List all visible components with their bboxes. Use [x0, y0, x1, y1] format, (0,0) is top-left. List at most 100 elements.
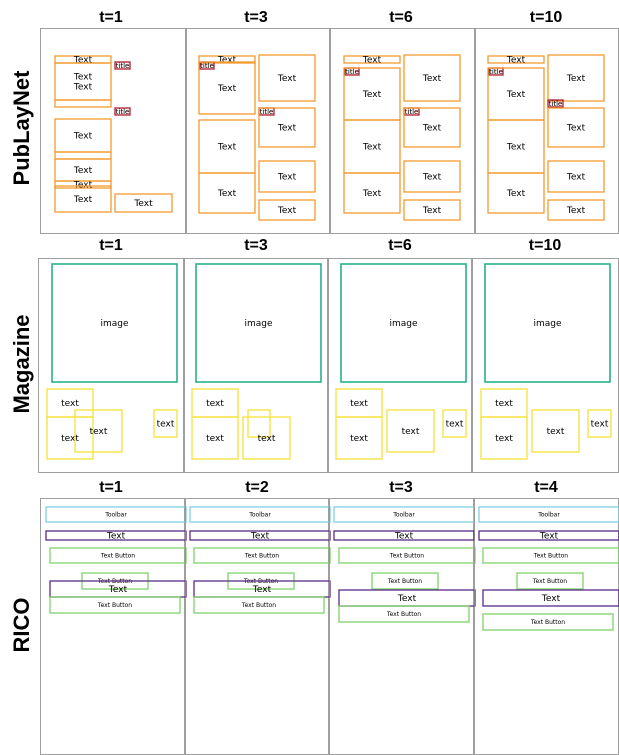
panel-frame	[40, 28, 186, 234]
text-box	[258, 107, 316, 148]
toolbar-box	[333, 506, 475, 523]
text-label: Text	[217, 84, 237, 94]
panel-publaynet-4: TexttitleTextTextTextTexttitleTextTextTe…	[475, 28, 619, 234]
textbutton-box	[49, 547, 187, 564]
text-label: Text	[252, 585, 272, 595]
panel-frame	[186, 28, 330, 234]
step-label-publaynet-1: t=1	[99, 9, 123, 26]
image-box	[51, 263, 178, 383]
text-box	[54, 151, 112, 160]
title-label: title	[405, 108, 419, 116]
text-label: Text	[362, 189, 382, 199]
textbutton-box	[516, 572, 584, 590]
step-label-magazine-1: t=1	[99, 237, 123, 254]
step-label-rico-4: t=4	[534, 479, 558, 496]
text-box	[153, 409, 178, 438]
text-label: Text	[277, 124, 297, 134]
step-label-rico-3: t=3	[389, 479, 413, 496]
textbutton-box	[338, 605, 470, 623]
row-label-magazine: Magazine	[9, 314, 34, 413]
text-box	[343, 172, 401, 214]
text-label: text	[61, 434, 79, 444]
image-label: image	[389, 319, 417, 329]
text-label: Text	[217, 56, 237, 66]
step-label-magazine-3: t=6	[388, 237, 412, 254]
text-box	[403, 54, 461, 102]
text-label: Text	[422, 173, 442, 183]
row-labels: PubLayNet Magazine RICO	[9, 70, 34, 653]
text-label: text	[591, 420, 609, 430]
text-box	[343, 55, 401, 64]
textbutton-label: Text Button	[533, 553, 568, 560]
text-label: Text	[73, 195, 93, 205]
text-label: Text	[506, 143, 526, 153]
title-label: title	[116, 108, 130, 116]
title-label: title	[345, 68, 359, 76]
text-label: text	[61, 399, 79, 409]
text-label: Text	[566, 206, 586, 216]
image-label: image	[244, 319, 272, 329]
textbutton-label: Text Button	[241, 602, 276, 609]
text-label: Text	[106, 532, 126, 542]
panel-publaynet-2: TexttitleTextTextTextTexttitleTextTextTe…	[186, 28, 330, 234]
text-label: Text	[394, 532, 414, 542]
title-box	[114, 107, 131, 116]
text-box	[258, 54, 316, 102]
textbutton-box	[371, 572, 439, 590]
text-label: text	[547, 427, 565, 437]
textbutton-box	[193, 596, 325, 614]
toolbar-label: Toolbar	[537, 512, 560, 519]
text-label: text	[446, 420, 464, 430]
panel-frame	[330, 28, 475, 234]
toolbar-label: Toolbar	[104, 512, 127, 519]
step-label-magazine-4: t=10	[529, 237, 562, 254]
textbutton-box	[338, 547, 476, 564]
toolbar-label: Toolbar	[248, 512, 271, 519]
text-label: text	[402, 427, 420, 437]
text-label: text	[258, 434, 276, 444]
text-label: Text	[277, 74, 297, 84]
textbutton-label: Text Button	[387, 578, 422, 585]
text-label: Text	[217, 143, 237, 153]
text-box	[531, 409, 580, 453]
panel-frame	[475, 28, 619, 234]
text-label: Text	[362, 90, 382, 100]
text-box	[480, 416, 528, 460]
toolbar-box	[478, 506, 619, 523]
step-label-publaynet-3: t=6	[389, 9, 413, 26]
text-label: text	[495, 434, 513, 444]
text-box	[478, 530, 619, 541]
textbutton-box	[49, 596, 181, 614]
step-label-rico-1: t=1	[99, 479, 123, 496]
text-box	[247, 409, 271, 438]
textbutton-box	[482, 613, 614, 631]
step-label-publaynet-2: t=3	[244, 9, 268, 26]
textbutton-label: Text Button	[386, 611, 421, 618]
textbutton-box	[193, 547, 331, 564]
toolbar-box	[45, 506, 187, 523]
text-label: Text	[506, 56, 526, 66]
text-box	[46, 416, 94, 460]
text-box	[442, 409, 467, 438]
text-box	[403, 107, 461, 148]
title-label: title	[116, 62, 130, 70]
text-label: Text	[422, 206, 442, 216]
text-box	[54, 185, 112, 213]
text-box	[547, 199, 605, 221]
text-label: Text	[506, 189, 526, 199]
panel-frame	[328, 258, 472, 473]
toolbar-label: Toolbar	[392, 512, 415, 519]
text-box	[482, 589, 619, 607]
text-label: text	[495, 399, 513, 409]
text-label: text	[90, 427, 108, 437]
text-label: text	[206, 399, 224, 409]
text-label: Text	[539, 532, 559, 542]
panel-frame	[38, 258, 184, 473]
text-label: Text	[362, 143, 382, 153]
